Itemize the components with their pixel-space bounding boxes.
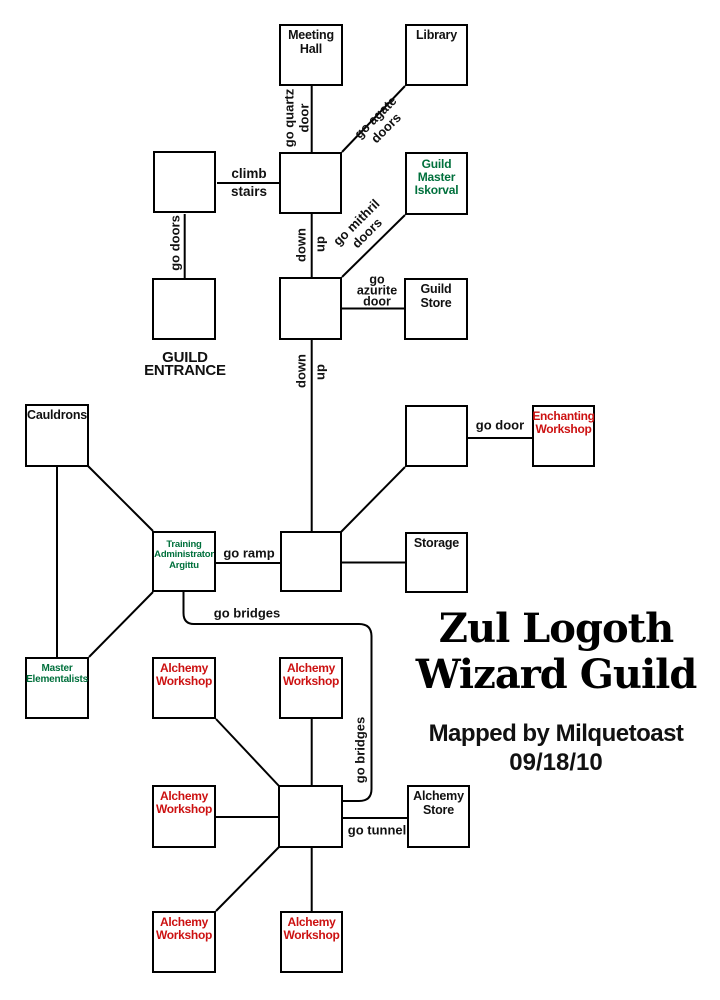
edge-line-training-elementalists: [88, 591, 154, 658]
edge-label-go-azurite-door: go azurite door: [356, 272, 398, 309]
room-upper-hall: [279, 152, 342, 214]
room-label: Training Administrator Argittu: [154, 539, 214, 571]
room-guild-master-iskorval: Guild Master Iskorval: [405, 152, 468, 215]
edge-line-lowerhall-junction: [340, 466, 406, 533]
room-training-administrator-argittu: Training Administrator Argittu: [152, 531, 216, 592]
title-block: Zul Logoth Wizard Guild Mapped by Milque…: [396, 605, 716, 777]
room-label: Storage: [413, 536, 460, 550]
room-label: Alchemy Workshop: [155, 789, 213, 817]
room-alchemy-hub: [278, 785, 343, 848]
edge-label-go-quartz-door: go quartz door: [281, 88, 311, 148]
room-lower-hall: [280, 531, 342, 592]
edge-label-go-bridges-horizontal: go bridges: [213, 605, 281, 621]
guild-entrance-caption: GUILD ENTRANCE: [144, 349, 226, 379]
room-alchemy-workshop-nw: Alchemy Workshop: [152, 657, 216, 719]
room-label: Alchemy Workshop: [155, 661, 213, 689]
room-label: Library: [416, 28, 457, 42]
room-cauldrons: Cauldrons: [25, 404, 89, 467]
room-library: Library: [405, 24, 468, 86]
edge-label-go-tunnel: go tunnel: [347, 822, 407, 838]
room-junction: [405, 405, 468, 467]
room-label: Alchemy Workshop: [155, 915, 213, 943]
edge-label-up-upper: up: [312, 236, 328, 252]
map-credit: Mapped by Milquetoast: [428, 720, 684, 747]
room-stairs-landing: [153, 151, 216, 213]
edge-label-go-door: go door: [475, 417, 525, 433]
room-guild-store: Guild Store: [404, 278, 468, 340]
room-label: Cauldrons: [27, 408, 88, 422]
edge-label-go-ramp: go ramp: [223, 545, 275, 561]
room-label: Master Elementalists: [26, 663, 88, 685]
map-title-line1: Zul Logoth: [438, 605, 674, 652]
edge-line-cauldrons-training: [87, 465, 154, 532]
room-alchemy-workshop-sw: Alchemy Workshop: [152, 911, 216, 973]
edge-label-go-doors: go doors: [167, 215, 183, 271]
room-guild-entrance: [152, 278, 216, 340]
map-title-line2: Wizard Guild: [415, 651, 698, 698]
edge-line-go-agate-doors: [341, 85, 406, 153]
room-alchemy-workshop-n: Alchemy Workshop: [279, 657, 343, 719]
edge-label-down-upper: down: [293, 228, 309, 262]
room-alchemy-workshop-w: Alchemy Workshop: [152, 785, 216, 848]
room-label: Meeting Hall: [288, 28, 334, 56]
edge-line-ws-sw-hub: [215, 846, 280, 912]
edge-line-go-bridges: [182, 592, 373, 802]
map-date: 09/18/10: [509, 749, 603, 776]
edge-label-go-bridges-vertical: go bridges: [352, 716, 368, 784]
room-master-elementalists: Master Elementalists: [25, 657, 89, 719]
room-storage: Storage: [405, 532, 468, 593]
edge-line-go-mithril-doors: [341, 214, 406, 278]
edge-label-down-lower: down: [293, 354, 309, 388]
room-label: Enchanting Workshop: [532, 409, 595, 437]
edge-line-ws-nw-hub: [215, 718, 280, 787]
room-alchemy-store: Alchemy Store: [407, 785, 470, 848]
edge-label-climb-stairs: climb stairs: [230, 166, 268, 199]
room-alchemy-workshop-s: Alchemy Workshop: [280, 911, 343, 973]
room-enchanting-workshop: Enchanting Workshop: [532, 405, 595, 467]
room-label: Alchemy Workshop: [282, 661, 340, 689]
room-label: Guild Store: [420, 282, 452, 310]
room-label: Alchemy Workshop: [283, 915, 340, 943]
room-label: Guild Master Iskorval: [414, 157, 459, 198]
edge-label-up-lower: up: [312, 364, 328, 380]
room-label: Alchemy Store: [413, 789, 464, 817]
room-main-hall: [279, 277, 342, 340]
room-meeting-hall: Meeting Hall: [279, 24, 343, 86]
